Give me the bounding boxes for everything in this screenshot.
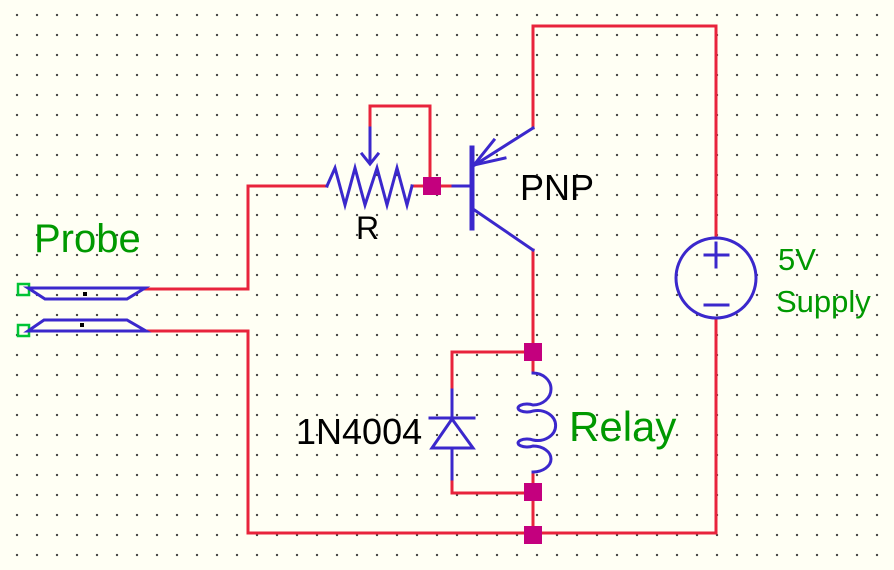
transistor-label[interactable]: PNP — [520, 167, 594, 208]
pnp-transistor-symbol[interactable] — [451, 125, 536, 253]
wire-diode-bottom[interactable] — [450, 476, 535, 495]
diode-symbol[interactable] — [428, 388, 476, 481]
resistor-label[interactable]: R — [356, 210, 379, 246]
transistor-emitter — [470, 125, 536, 169]
junction-node-base[interactable] — [423, 177, 441, 195]
junction-node-bottom-rail[interactable] — [524, 526, 542, 544]
resistor-symbol[interactable] — [325, 126, 414, 211]
probe-label[interactable]: Probe — [34, 217, 141, 261]
relay-coil-loops — [516, 371, 558, 474]
relay-coil-symbol[interactable] — [516, 371, 558, 474]
wire-top-rail[interactable] — [531, 24, 718, 240]
probe-symbol-top[interactable] — [16, 282, 151, 301]
diode-anode-triangle — [429, 416, 476, 450]
relay-label[interactable]: Relay — [569, 403, 676, 450]
supply-label-line2[interactable]: Supply — [776, 284, 871, 319]
probe-symbol-bottom[interactable] — [16, 318, 152, 338]
wire-diode-top[interactable] — [450, 350, 535, 394]
probe-blade-bottom[interactable] — [23, 318, 152, 333]
resistor-zigzag[interactable] — [325, 162, 414, 211]
junction-node-relay-top[interactable] — [524, 343, 542, 361]
junction-node-relay-bottom[interactable] — [524, 483, 542, 501]
wire-pot-wiper-loop[interactable] — [368, 104, 432, 188]
transistor-collector — [470, 206, 536, 253]
wire-probe1-to-resistor[interactable] — [143, 184, 329, 291]
wiper-arrow-icon — [359, 151, 381, 167]
voltage-source-symbol[interactable] — [674, 236, 758, 320]
diode-label[interactable]: 1N4004 — [296, 411, 422, 452]
probe-dot-top — [83, 292, 87, 296]
probe-pin-top[interactable] — [16, 282, 31, 297]
probe-blade-top[interactable] — [22, 286, 151, 301]
voltage-source-circle — [674, 236, 758, 320]
emitter-arrow-icon — [470, 137, 507, 168]
wire-bottom-rail[interactable] — [144, 316, 718, 535]
supply-label-line1[interactable]: 5V — [778, 242, 816, 277]
probe-dot-bottom — [80, 323, 84, 327]
